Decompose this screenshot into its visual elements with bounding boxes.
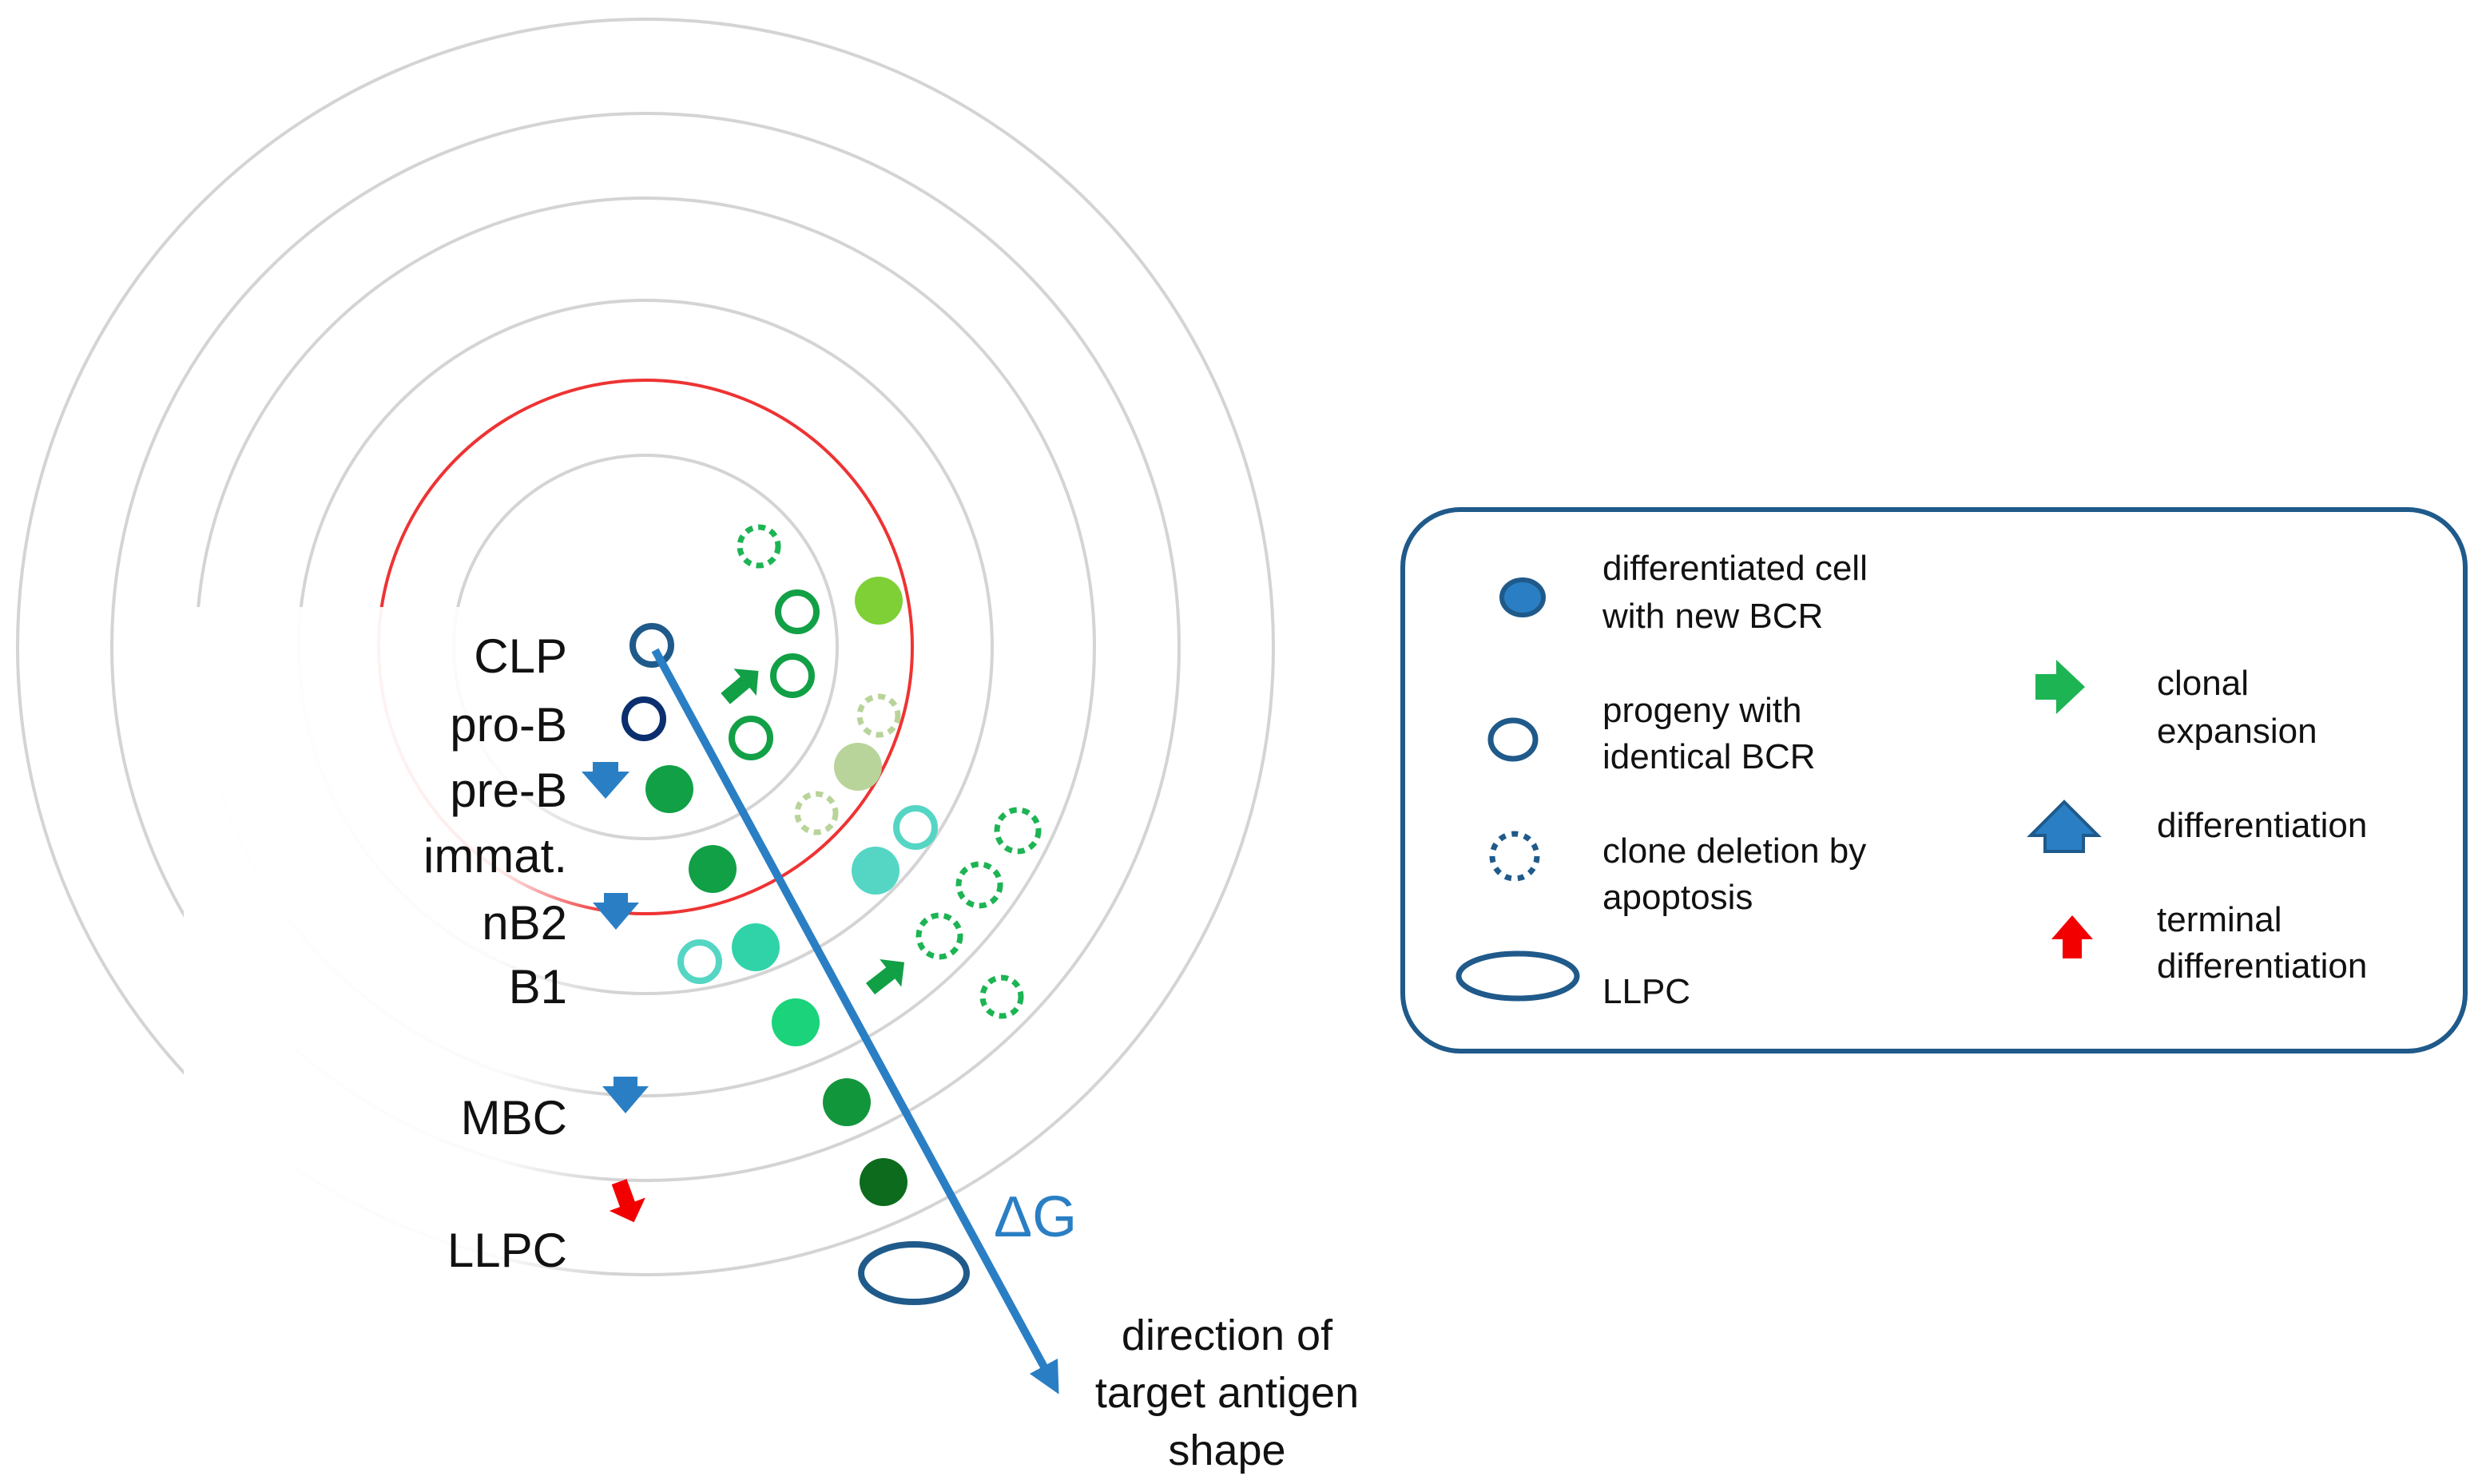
filled-cell — [823, 1078, 871, 1126]
direction-line-3: shape — [1168, 1426, 1285, 1474]
filled-cell — [852, 847, 899, 895]
differentiated-cells — [645, 577, 907, 1206]
open-cell — [893, 805, 938, 850]
legend-label: expansion — [2157, 712, 2317, 751]
filled-cell — [772, 998, 820, 1046]
dotted-cell — [794, 791, 839, 835]
legend-label: with new BCR — [1602, 597, 1823, 636]
legend-label: apoptosis — [1602, 878, 1753, 917]
legend-box — [1400, 507, 2468, 1053]
llpc-ellipse-icon — [1455, 950, 1580, 1002]
stage-label-clp: CLP — [474, 629, 567, 683]
open-cell-icon — [1487, 717, 1539, 762]
legend-item-progeny: progeny with identical BCR — [1487, 691, 1816, 776]
legend-label: differentiation — [2157, 946, 2367, 986]
filled-cell — [834, 743, 882, 791]
stage-label-pro-b: pro-B — [450, 698, 567, 752]
clonal-expansion-arrows — [721, 669, 905, 995]
stage-label-nb2: nB2 — [482, 896, 567, 950]
legend-label: differentiated cell — [1602, 549, 1868, 588]
green-arrow-icon — [2035, 660, 2085, 714]
red-arrow-icon — [2051, 915, 2093, 958]
differentiation-arrows — [582, 762, 649, 1113]
legend-label: LLPC — [1602, 972, 1690, 1011]
open-cell — [677, 939, 722, 984]
stage-label-b1: B1 — [509, 960, 567, 1014]
direction-caption: direction of target antigen shape — [1095, 1311, 1359, 1474]
legend: differentiated cell with new BCR progeny… — [1400, 507, 2468, 1053]
blue-down-arrow-icon — [602, 1077, 649, 1113]
green-arrow-icon — [721, 669, 759, 704]
legend-label: progeny with — [1602, 691, 1801, 730]
legend-label: clonal — [2157, 664, 2249, 703]
legend-label: terminal — [2157, 900, 2282, 939]
stage-label-pre-b: pre-B — [450, 764, 567, 817]
stage-labels: CLP pro-B pre-B immat. nB2 B1 MBC LLPC — [423, 629, 567, 1277]
legend-label: clone deletion by — [1602, 831, 1866, 871]
open-cell — [770, 653, 815, 698]
legend-item-terminal-differentiation: terminal differentiation — [2051, 900, 2367, 986]
ring-5 — [110, 112, 1181, 1182]
filled-cell — [860, 1158, 907, 1206]
filled-cell — [855, 577, 903, 625]
dotted-cell — [915, 912, 963, 960]
dotted-cell — [737, 524, 781, 569]
clp-cell — [629, 623, 674, 668]
open-cell — [729, 716, 773, 760]
pro-b-cell — [622, 696, 666, 741]
progeny-cells — [622, 589, 938, 984]
legend-label: identical BCR — [1602, 737, 1816, 776]
filled-cell — [732, 923, 780, 971]
legend-item-differentiation: differentiation — [2027, 800, 2367, 853]
blue-down-arrow-icon — [593, 893, 639, 930]
legend-label: differentiation — [2157, 806, 2367, 845]
delta-g-label: ΔG — [994, 1185, 1077, 1249]
legend-item-differentiated-cell: differentiated cell with new BCR — [1499, 549, 1868, 636]
blue-down-arrow-icon — [582, 762, 629, 799]
filled-cell — [645, 765, 693, 813]
stage-label-llpc: LLPC — [447, 1224, 567, 1277]
green-arrow-icon — [865, 958, 905, 995]
red-arrow-icon — [609, 1179, 645, 1223]
blue-triangle-icon — [2027, 800, 2102, 853]
dotted-cell-icon — [1489, 831, 1540, 882]
label-fade-panel — [184, 607, 607, 1302]
dotted-cell — [955, 861, 1003, 909]
dotted-cell — [979, 974, 1024, 1019]
filled-cell-icon — [1499, 577, 1546, 617]
open-cell — [775, 589, 820, 634]
apoptotic-clones — [737, 524, 1042, 1019]
dotted-cell — [994, 807, 1042, 855]
stage-label-mbc: MBC — [461, 1091, 567, 1145]
delta-g-arrow — [651, 648, 1059, 1395]
legend-item-apoptosis: clone deletion by apoptosis — [1489, 831, 1866, 917]
legend-item-clonal-expansion: clonal expansion — [2035, 660, 2317, 751]
direction-line-1: direction of — [1122, 1311, 1333, 1359]
stage-label-immature: immat. — [423, 829, 567, 883]
llpc-ellipse — [858, 1241, 970, 1305]
filled-cell — [689, 845, 737, 893]
direction-line-2: target antigen — [1095, 1369, 1359, 1417]
ring-6 — [16, 18, 1275, 1276]
legend-item-llpc: LLPC — [1455, 950, 1690, 1011]
dotted-cell — [856, 693, 901, 738]
